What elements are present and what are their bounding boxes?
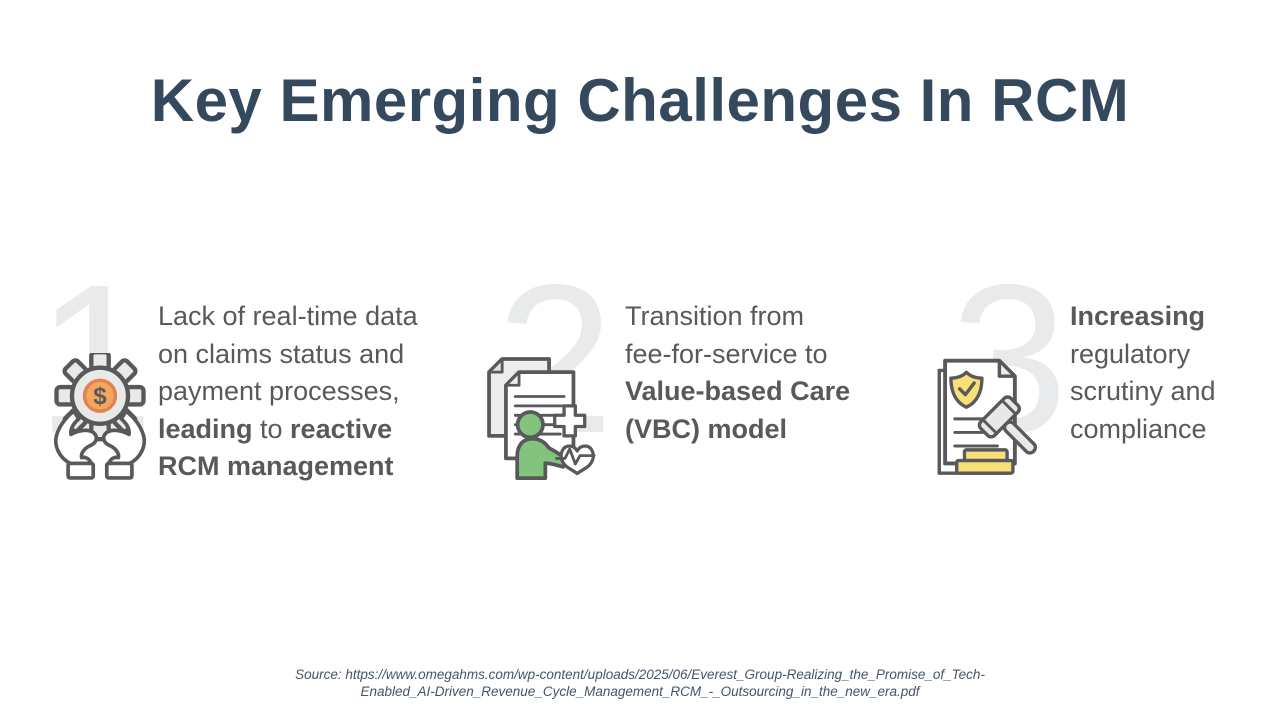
gavel-base — [955, 448, 1015, 475]
patient-figure — [515, 410, 569, 480]
source-line-1: Source: https://www.omegahms.com/wp-cont… — [295, 667, 985, 682]
svg-text:$: $ — [93, 383, 107, 410]
slide-title: Key Emerging Challenges In RCM — [150, 67, 1130, 134]
compliance-document-gavel-icon — [937, 358, 1038, 475]
care-transition-documents-icon — [487, 357, 596, 480]
dollar-coin — [82, 378, 118, 413]
medical-cross — [553, 404, 587, 438]
challenge-text: Transition from fee-for-service to Value… — [625, 301, 851, 444]
challenge-text: Increasing regulatory scrutiny and compl… — [1070, 301, 1216, 444]
challenge-text: Lack of real-time data on claims status … — [158, 301, 418, 481]
shield-check — [949, 370, 984, 409]
source-line-2: Enabled_AI-Driven_Revenue_Cycle_Manageme… — [360, 683, 920, 699]
pulse-line — [555, 447, 596, 466]
hands — [53, 409, 147, 480]
source-citation: Source: https://www.omegahms.com/wp-cont… — [0, 667, 1280, 700]
gavel — [977, 395, 1038, 455]
hands-gear-dollar-icon: $ — [53, 353, 147, 480]
